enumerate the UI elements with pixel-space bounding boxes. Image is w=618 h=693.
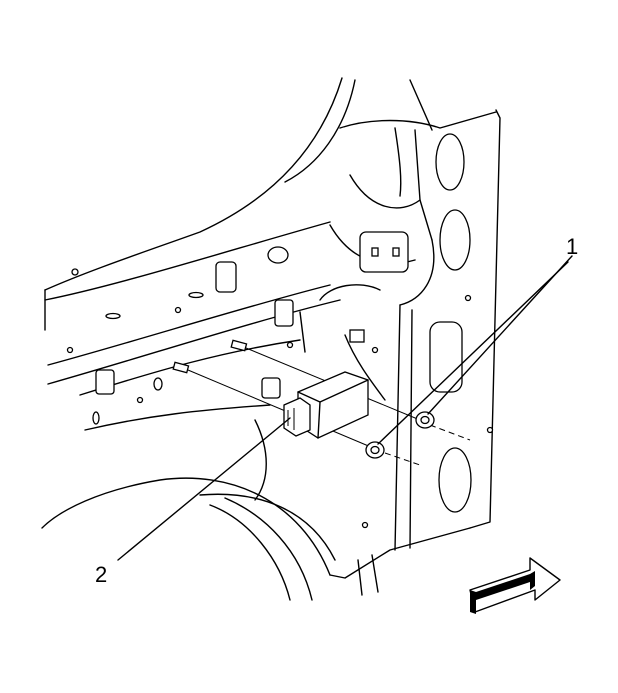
callout-1-leader-upper [427,255,573,415]
mounting-stud-upper [230,339,248,352]
callout-2-label: 2 [95,562,107,587]
panel-opening-left-bracket [274,299,294,327]
pillar-opening-middle [439,209,471,271]
panel-tab [349,329,365,343]
callout-leaders [117,255,573,561]
pillar-opening-upper [435,133,465,191]
pillar-opening-side [429,321,463,393]
forward-direction-arrow-icon [469,557,561,614]
callout-2-leader [117,417,291,561]
pillar-bracket [359,231,409,273]
retaining-nuts [365,411,435,459]
panel-opening-lower-left [95,369,115,395]
panel-hole-round [267,246,289,264]
callout-1-leader-lower [377,261,569,445]
panel-opening-square [215,261,237,293]
mounting-studs [172,339,471,466]
bracket-slot-left [371,247,379,257]
callout-1-label: 1 [566,234,578,259]
pillar-opening-lower [438,447,472,513]
module-connector [283,397,311,437]
control-module [283,371,369,439]
panel-openings [66,133,494,529]
panel-opening-lower-center [261,377,281,399]
bracket-slot-right [392,247,400,257]
mounting-stud-lower [172,361,190,374]
